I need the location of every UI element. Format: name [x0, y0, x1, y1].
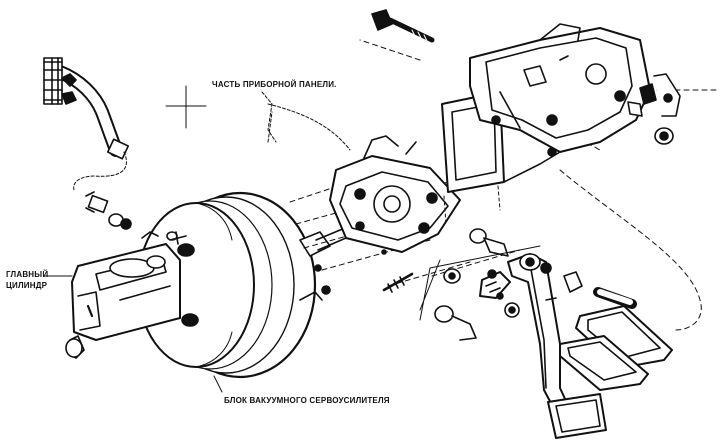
dash-panel-outline [267, 103, 351, 151]
pushrod-clevis [479, 269, 511, 300]
booster-leader [213, 375, 223, 393]
reference-crosshair [165, 85, 207, 129]
master-cylinder [65, 231, 187, 359]
pedal-bushings [434, 228, 520, 341]
hose-route-line [73, 151, 127, 191]
switch-bracket-parts [627, 73, 681, 145]
booster-pushrod [299, 227, 347, 301]
dash-panel-leader [261, 91, 277, 143]
vacuum-booster-label: БЛОК ВАКУУМНОГО СЕРВОУСИЛИТЕЛЯ [224, 396, 390, 405]
pedal-shaft-parts [540, 262, 637, 309]
pedal-pad-covers [559, 305, 673, 391]
booster-bracket [329, 135, 461, 253]
master-cylinder-label-line1: ГЛАВНЫЙ [6, 270, 49, 279]
long-through-bolt [371, 9, 435, 44]
hose-fittings [85, 191, 132, 230]
pedal-pad-leader [419, 245, 541, 321]
bracket-stud [381, 249, 414, 293]
pedal-pad [547, 393, 607, 439]
brake-pedal-arm [507, 253, 573, 421]
master-cylinder-label-line2: ЦИЛИНДР [6, 281, 48, 290]
pedal-support-bracket [441, 23, 651, 225]
vacuum-hose [43, 57, 130, 160]
dash-panel-label: ЧАСТЬ ПРИБОРНОЙ ПАНЕЛИ. [212, 80, 337, 89]
